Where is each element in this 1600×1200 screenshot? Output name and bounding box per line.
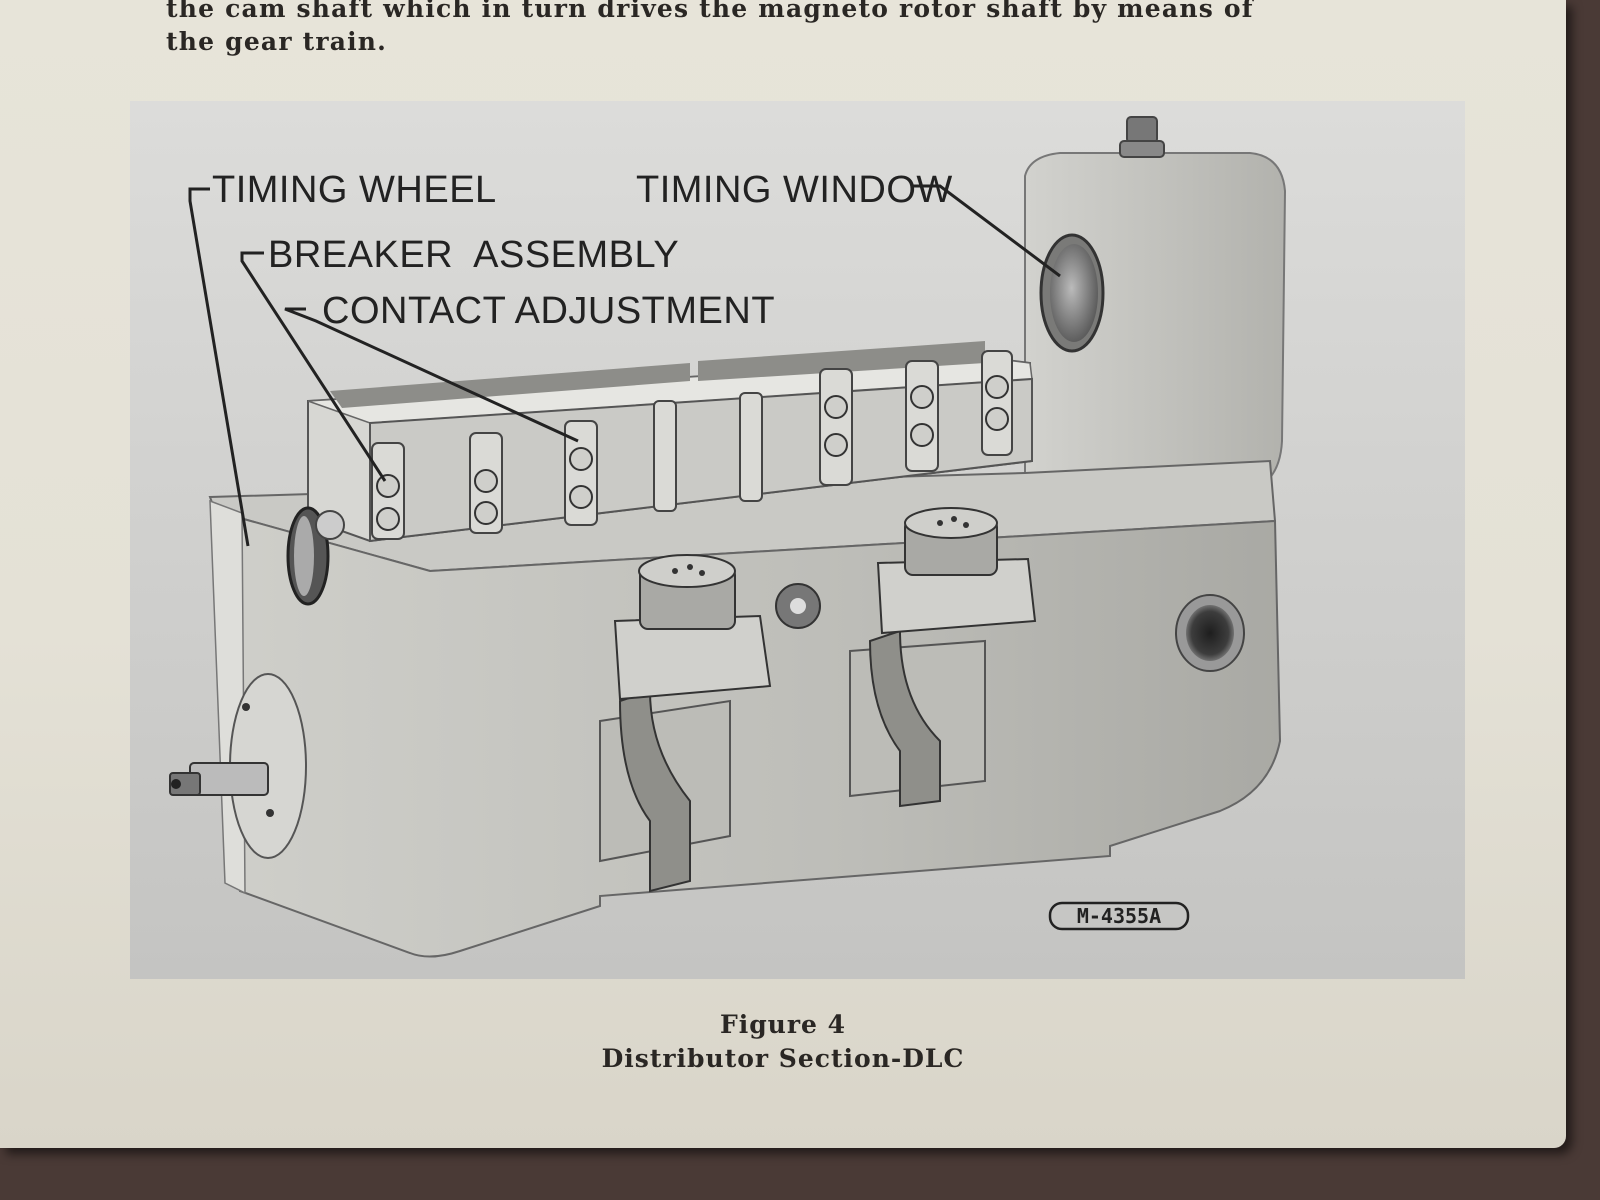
text-line-2: the gear train. [166,27,388,56]
connector-plug-left [599,554,821,893]
filler-cap-icon [1126,116,1158,144]
label-timing-window: TIMING WINDOW [636,169,953,211]
distributor-illustration: TIMING WHEEL BREAKER ASSEMBLY CONTACT AD… [130,101,1465,979]
drive-shaft-flange [169,673,307,859]
figure-code: M-4355A [1077,904,1161,928]
book-page: the cam shaft which in turn drives the m… [0,0,1566,1148]
text-line-1: the cam shaft which in turn drives the m… [166,0,1254,23]
figure-number: Figure 4 [719,1010,847,1039]
side-port [1175,594,1245,672]
figure-caption: Figure 4 Distributor Section-DLC [0,1008,1566,1076]
figure-title: Distributor Section-DLC [601,1044,965,1073]
connector-plug-right [849,507,1037,808]
label-breaker-assembly: BREAKER ASSEMBLY [268,234,679,276]
callout-leaders [188,184,1061,547]
figure-code-badge: M-4355A [1048,901,1190,931]
figure-4-photo: TIMING WHEEL BREAKER ASSEMBLY CONTACT AD… [130,101,1465,979]
label-timing-wheel: TIMING WHEEL [212,169,497,211]
body-text: the cam shaft which in turn drives the m… [166,0,1386,58]
label-contact-adjustment: CONTACT ADJUSTMENT [322,290,775,332]
timing-wheel [286,506,345,606]
contact-adjustment-screws [376,375,1009,531]
timing-window [1039,233,1105,353]
